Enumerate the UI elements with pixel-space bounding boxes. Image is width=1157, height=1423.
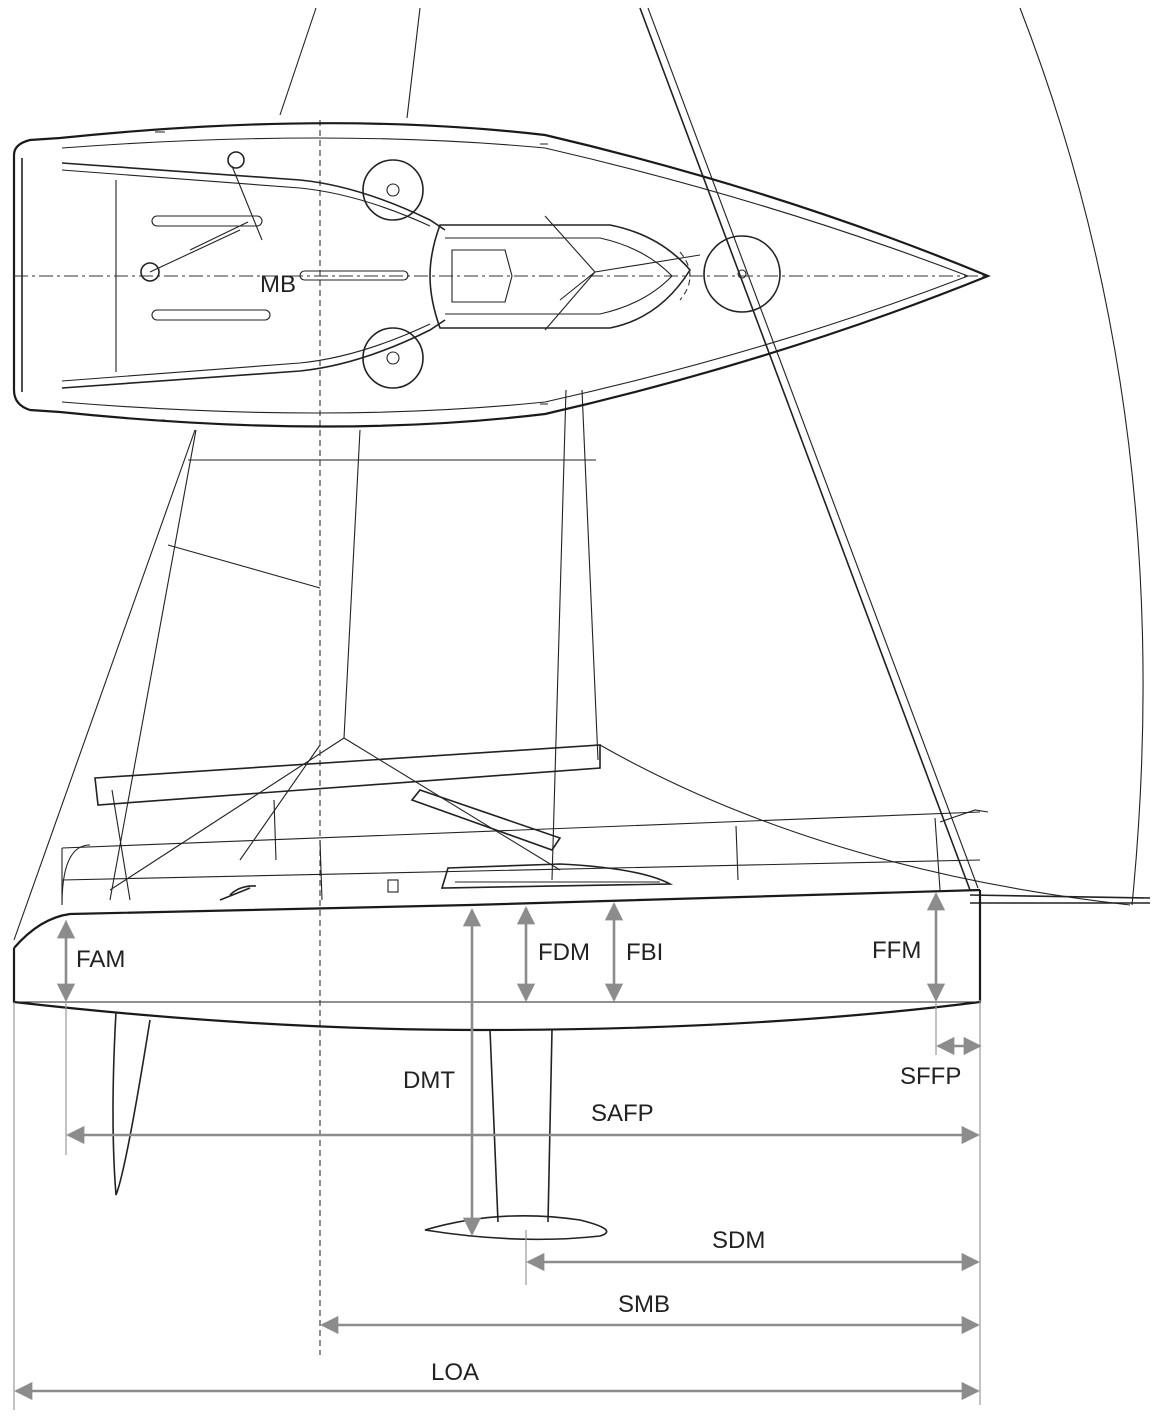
label-safp: SAFP	[591, 1100, 654, 1127]
label-sffp: SFFP	[900, 1063, 961, 1090]
label-fam: FAM	[76, 946, 125, 973]
label-fbi: FBI	[626, 939, 663, 966]
dimension-lines	[13, 892, 982, 1410]
label-ffm: FFM	[872, 937, 921, 964]
label-loa: LOA	[431, 1359, 479, 1386]
label-fdm: FDM	[538, 939, 590, 966]
label-mb: MB	[260, 271, 296, 298]
label-dmt: DMT	[403, 1067, 455, 1094]
label-smb: SMB	[618, 1291, 670, 1318]
deck-plan-view	[12, 122, 991, 428]
rig-and-sails	[13, 7, 1144, 1355]
dimension-labels: FAM FDM FBI FFM SFFP DMT SAFP SDM SMB LO…	[76, 937, 961, 1386]
label-sdm: SDM	[712, 1227, 765, 1254]
